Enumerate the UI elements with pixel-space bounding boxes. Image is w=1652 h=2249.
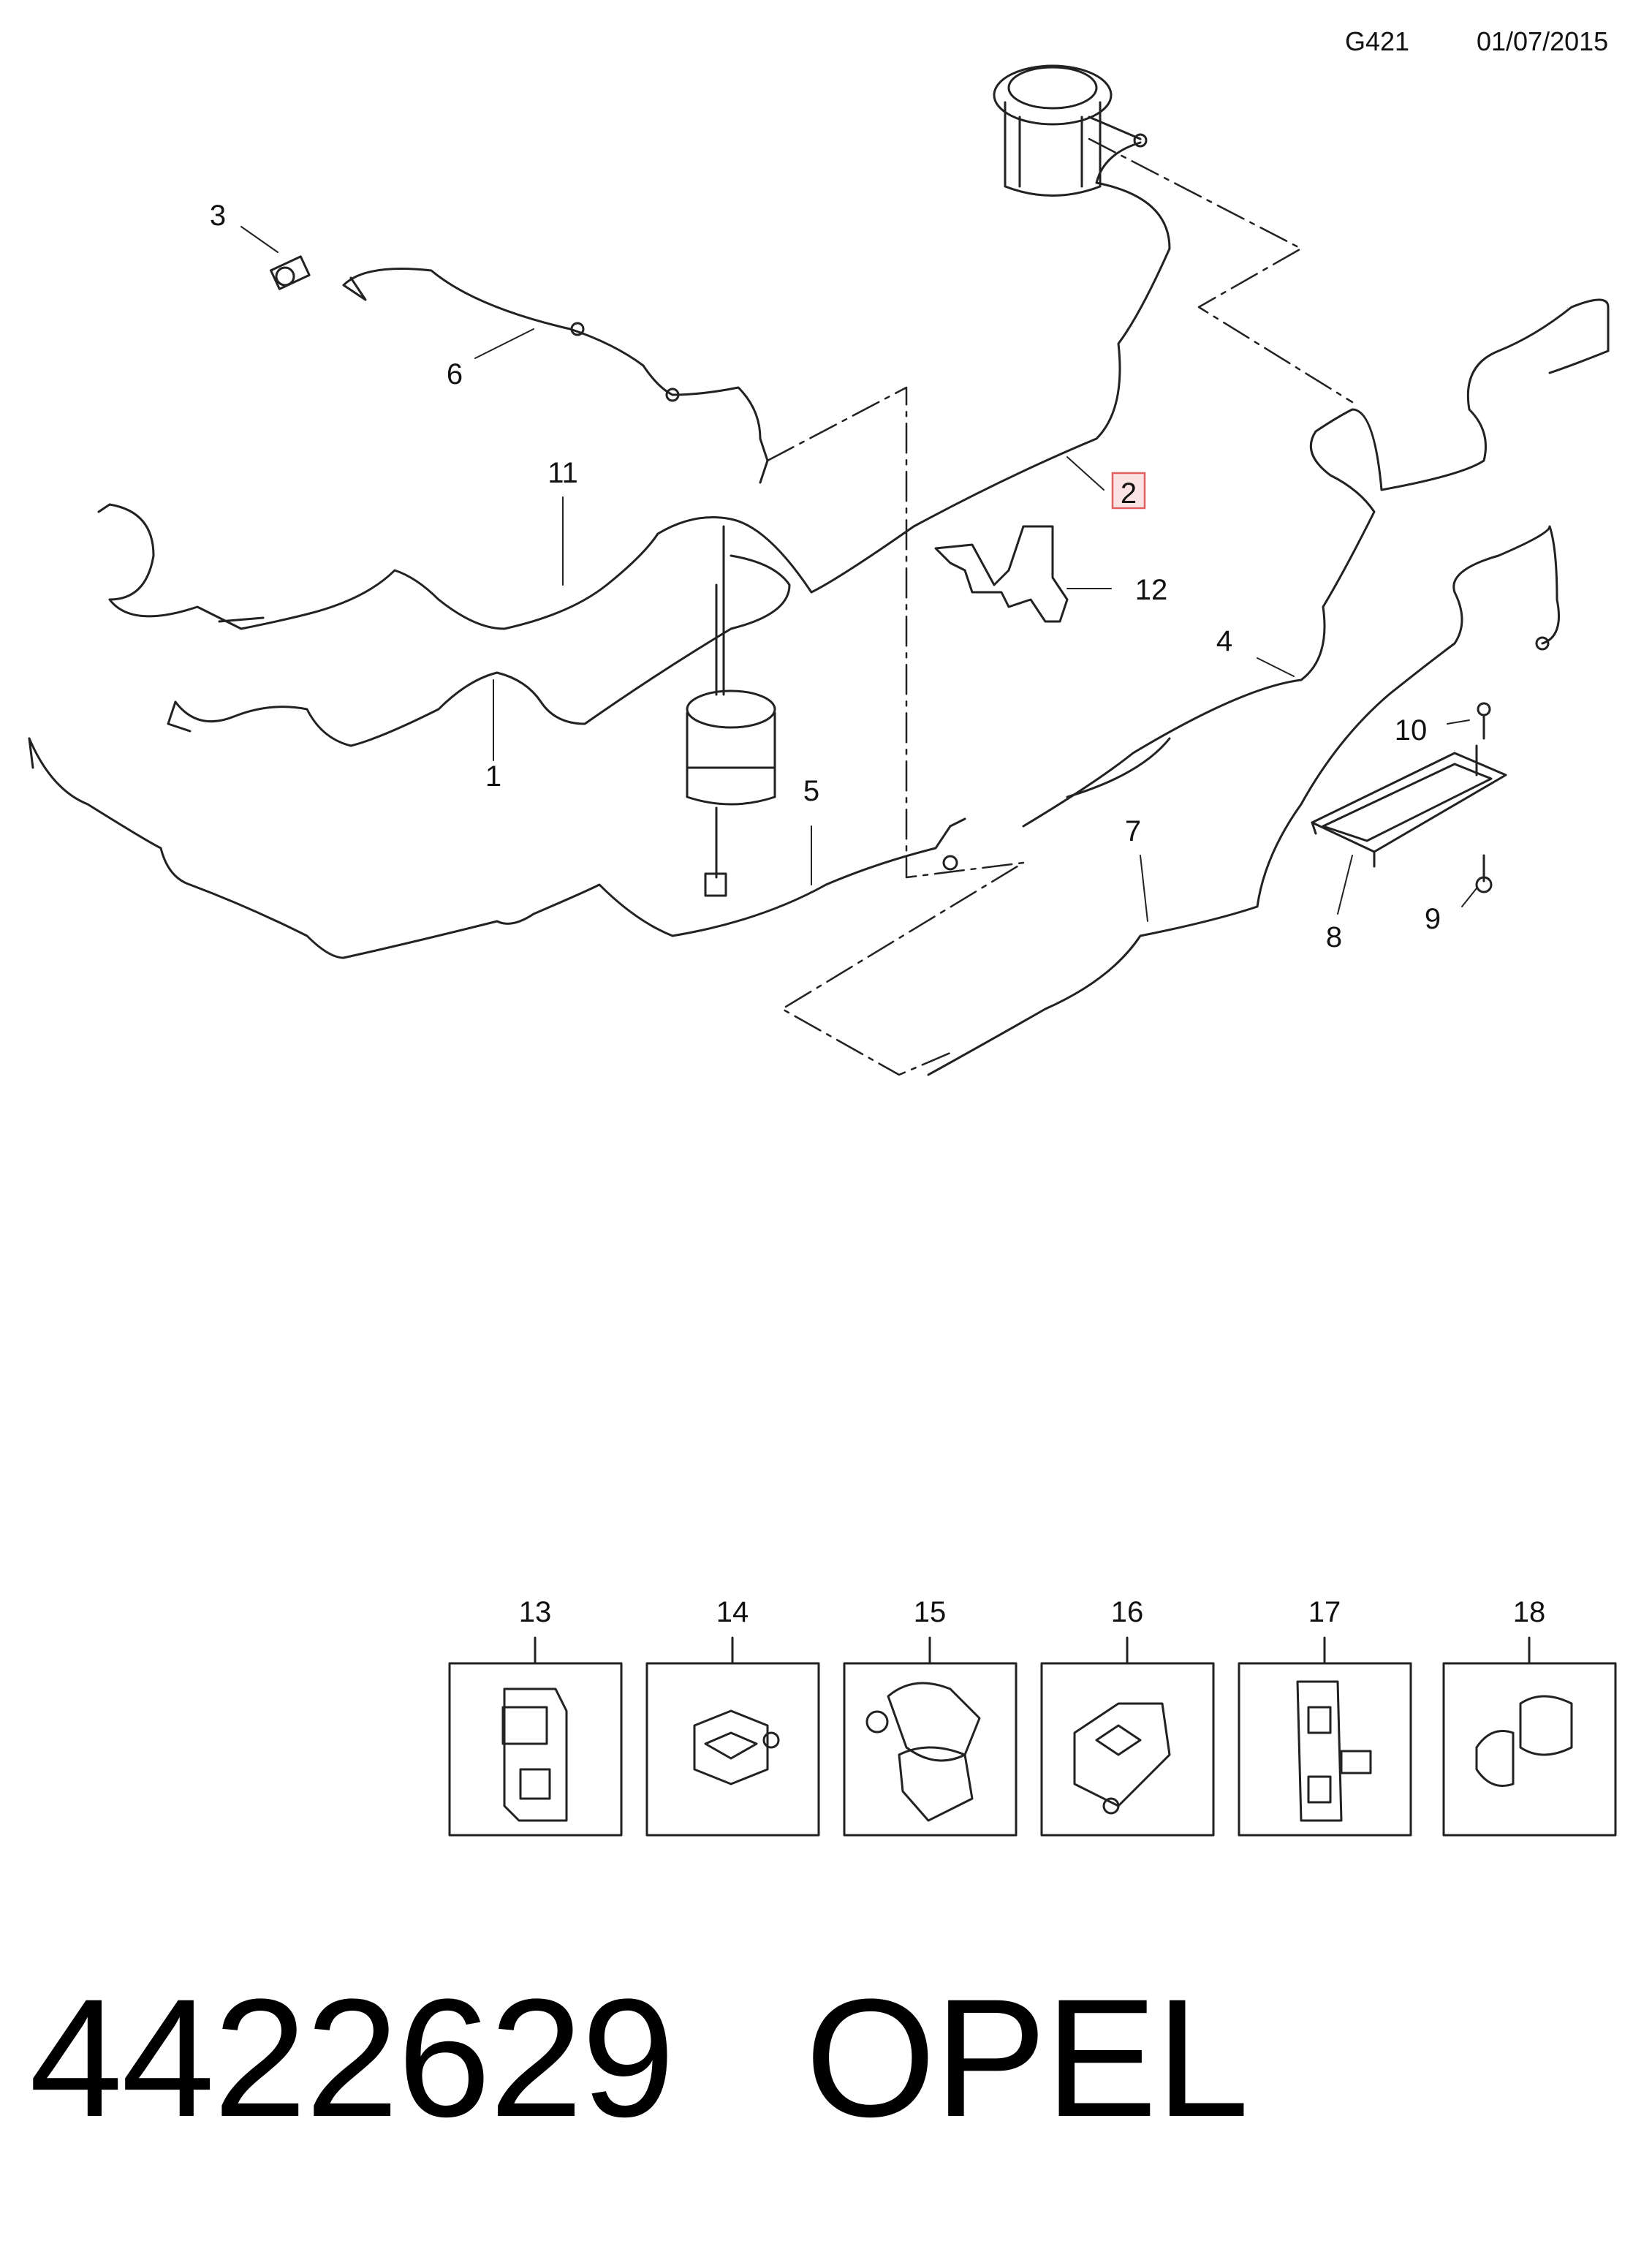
pipe-6 [342, 268, 769, 484]
detail-box-17 [1238, 1636, 1412, 1837]
callout-12: 12 [1135, 574, 1168, 606]
diagram-code: G421 [1345, 26, 1410, 56]
detail-box-18 [1442, 1636, 1617, 1837]
detail-label-18: 18 [1513, 1596, 1546, 1628]
detail-box-14 [645, 1636, 820, 1837]
detail-boxes [448, 1636, 1617, 1837]
fastener-10 [1477, 702, 1491, 740]
pipe-1 [174, 554, 791, 747]
footer: 4422629 OPEL [29, 1964, 1249, 2152]
bracket-12 [934, 525, 1069, 623]
callout-11: 11 [547, 457, 578, 489]
callout-2: 2 [1121, 477, 1137, 510]
callout-8: 8 [1326, 921, 1342, 953]
diagram-date: 01/07/2015 [1477, 26, 1609, 56]
part-number: 4422629 [29, 1964, 675, 2152]
detail-label-14: 14 [716, 1596, 749, 1628]
callout-9: 9 [1425, 903, 1441, 935]
callout-1: 1 [485, 760, 501, 793]
detail-box-16 [1040, 1636, 1215, 1837]
detail-label-16: 16 [1111, 1596, 1144, 1628]
dashdot-lines [766, 137, 1354, 1076]
cooler-8 [1311, 744, 1507, 868]
detail-label-15: 15 [914, 1596, 947, 1628]
callout-6: 6 [447, 358, 463, 390]
detail-label-17: 17 [1308, 1596, 1341, 1628]
leader-lines [240, 226, 1477, 922]
callout-3: 3 [210, 200, 226, 232]
callout-2-highlight [1111, 472, 1146, 510]
fitting-3 [270, 255, 311, 290]
callout-7: 7 [1125, 815, 1141, 847]
fuel-filter [686, 525, 776, 897]
brand-name: OPEL [805, 1964, 1249, 2152]
detail-label-13: 13 [519, 1596, 552, 1628]
fastener-9 [1475, 854, 1493, 893]
fuel-pump-module [993, 64, 1148, 197]
callout-5: 5 [803, 775, 819, 807]
pipe-2 [730, 141, 1171, 594]
callout-4: 4 [1216, 625, 1232, 657]
detail-box-15 [843, 1636, 1018, 1837]
pipe-5 [28, 737, 952, 959]
detail-box-13 [448, 1636, 623, 1837]
pipe-4 [1022, 298, 1610, 828]
pipe-11 [108, 503, 732, 630]
pipe-7 [927, 525, 1560, 1076]
callout-10: 10 [1395, 714, 1428, 746]
